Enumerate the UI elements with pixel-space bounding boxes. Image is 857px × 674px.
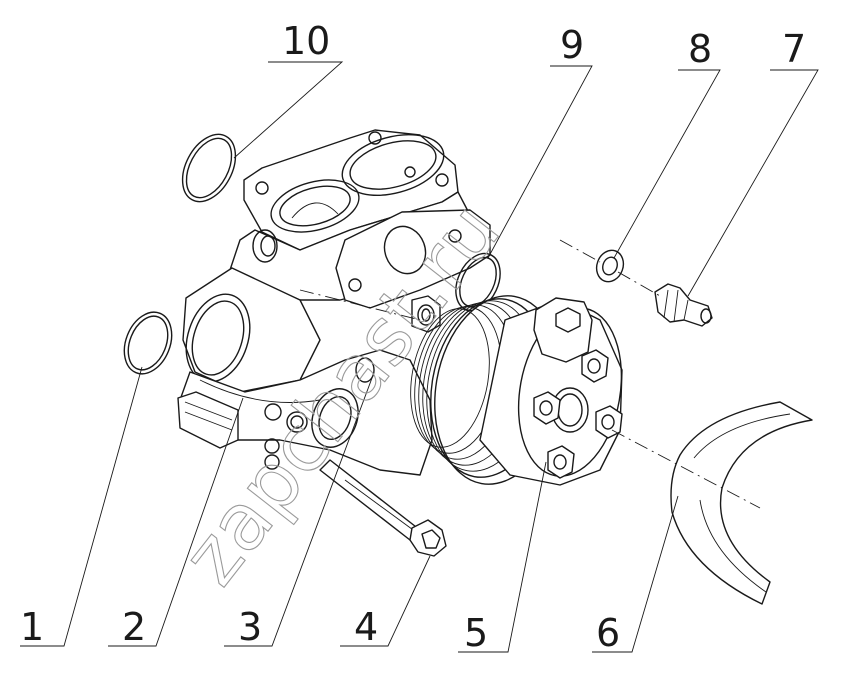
part-10-o-ring: [181, 133, 237, 203]
part-5-pulley: [410, 295, 623, 486]
hub-bolt: [581, 349, 609, 383]
callout-number-5: 5: [464, 611, 488, 655]
callout-number-7: 7: [782, 27, 806, 71]
hub-bolt: [533, 391, 561, 425]
callout-number-2: 2: [122, 605, 146, 649]
callout-number-1: 1: [20, 605, 44, 649]
part-6-drive-belt: [670, 401, 813, 605]
part-8-washer: [595, 249, 625, 283]
callout-number-4: 4: [354, 605, 378, 649]
callout-number-6: 6: [596, 611, 620, 655]
callout-number-10: 10: [282, 19, 330, 63]
callout-number-3: 3: [238, 605, 262, 649]
hub-bolt: [547, 445, 575, 479]
leader-lines: [20, 61, 819, 653]
hub-bolt: [595, 405, 623, 439]
part-2-pump-housing: [177, 129, 491, 476]
part-4-long-bolt: [319, 459, 447, 557]
callout-number-9: 9: [560, 23, 584, 67]
assembly-axes: [299, 239, 761, 509]
callout-number-8: 8: [688, 27, 712, 71]
pulley-top-bolt: [533, 297, 593, 363]
part-7-fitting: [654, 283, 713, 327]
part-1-o-ring: [123, 311, 173, 375]
